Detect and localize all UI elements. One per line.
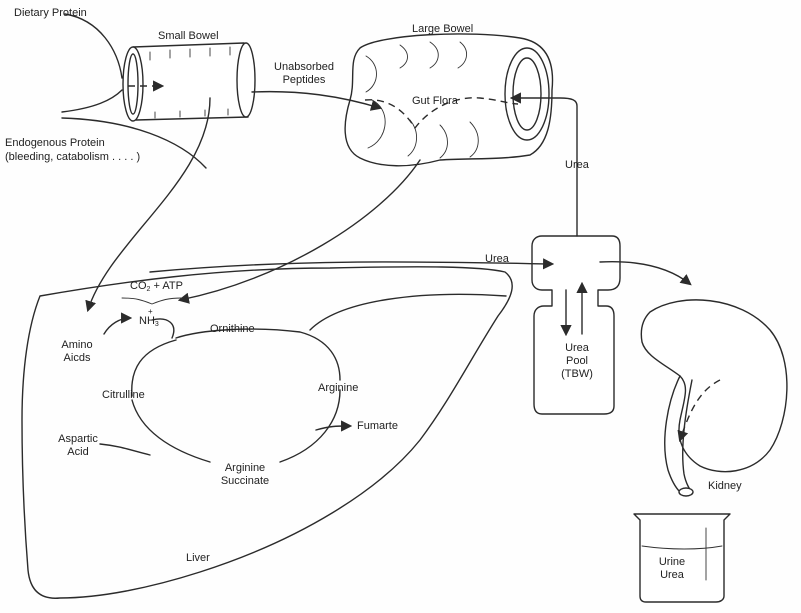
label-small-bowel: Small Bowel [158, 30, 219, 43]
label-urea-pool-2: Pool [566, 355, 588, 368]
label-peptides: Peptides [283, 74, 326, 87]
label-dietary-protein: Dietary Protein [14, 7, 87, 20]
label-urea-pool-3: (TBW) [561, 368, 593, 381]
label-amino: Amino [61, 339, 92, 352]
kidney [641, 300, 787, 496]
label-fumarte: Fumarte [357, 420, 398, 433]
label-co2-atp: CO2 + ATP [130, 280, 183, 296]
label-urine: Urine [659, 556, 685, 569]
small-bowel [123, 43, 255, 121]
label-aicds: Aicds [64, 352, 91, 365]
label-endogenous-detail: (bleeding, catabolism . . . . ) [5, 151, 140, 164]
label-succinate: Succinate [221, 475, 269, 488]
label-arginine: Arginine [318, 382, 358, 395]
label-arginine-succ: Arginine [225, 462, 265, 475]
label-urine-urea: Urea [660, 569, 684, 582]
label-urea-to-bowel: Urea [565, 159, 589, 172]
label-ornithine: Ornithine [210, 323, 255, 336]
label-nh3: NH3 [139, 315, 159, 331]
label-acid: Acid [67, 446, 88, 459]
label-citrulline: Citrulline [102, 389, 145, 402]
label-kidney: Kidney [708, 480, 742, 493]
label-urea-pool-1: Urea [565, 342, 589, 355]
label-gut-flora: Gut Flora [412, 95, 458, 108]
label-unabsorbed: Unabsorbed [274, 61, 334, 74]
label-liver: Liver [186, 552, 210, 565]
label-large-bowel: Large Bowel [412, 23, 473, 36]
label-aspartic: Aspartic [58, 433, 98, 446]
label-endogenous-protein: Endogenous Protein [5, 137, 105, 150]
label-urea-to-pool: Urea [485, 253, 509, 266]
urea-pool-vessel [532, 236, 620, 414]
